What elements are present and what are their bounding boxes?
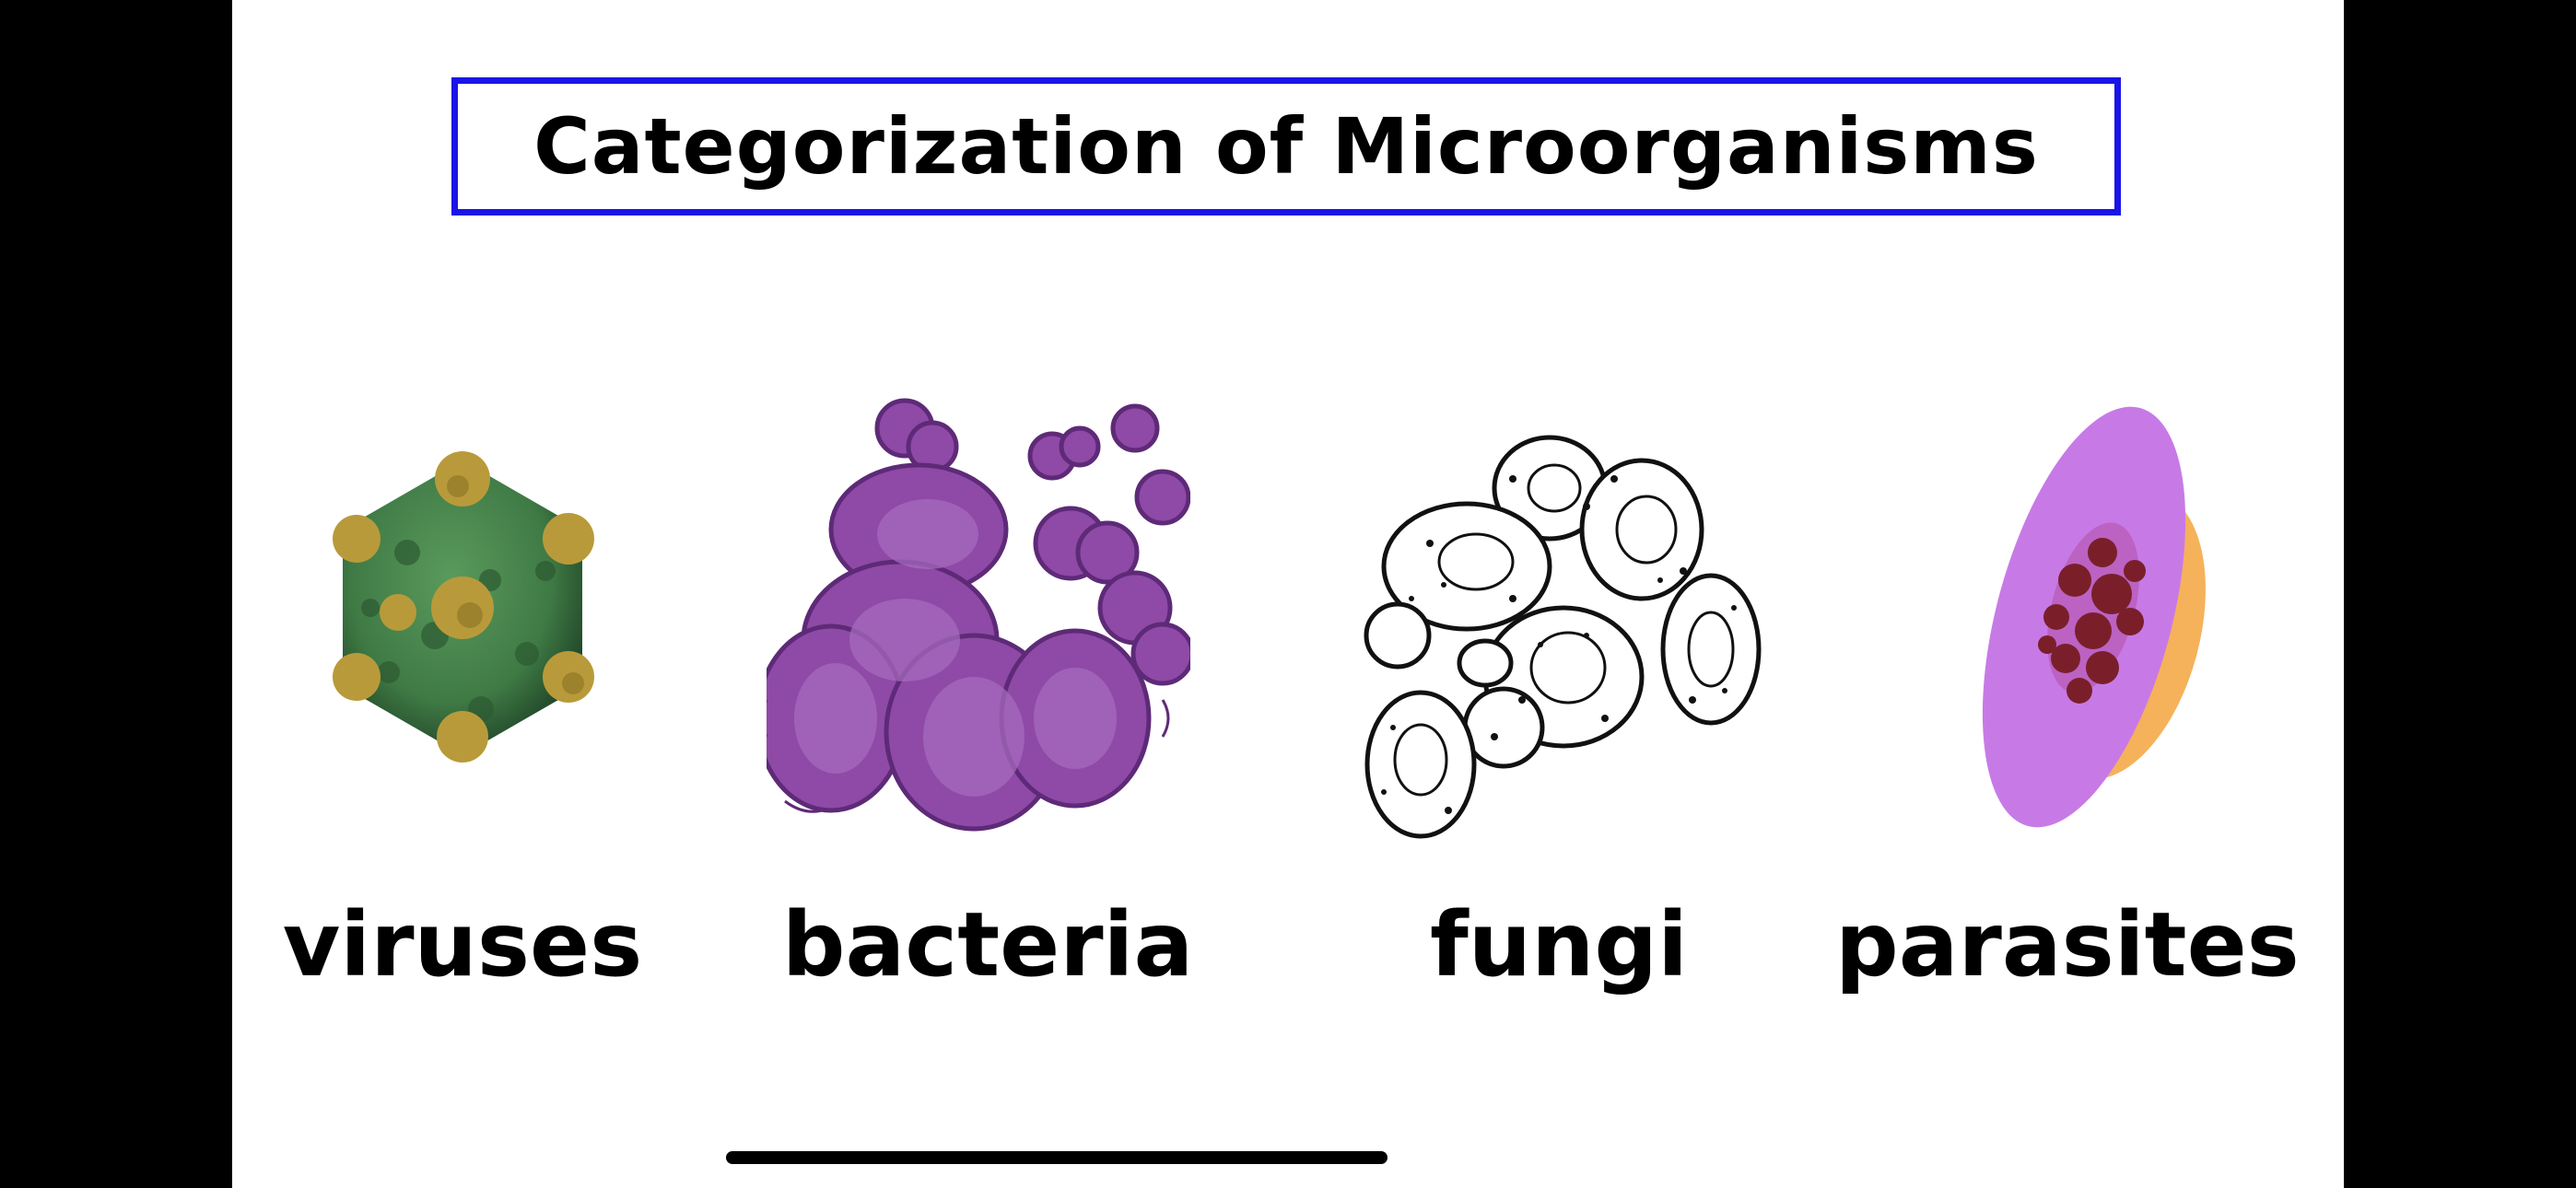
bacteria-icon	[767, 396, 1190, 838]
label-fungi: fungi	[1429, 893, 1689, 996]
slide-title: Categorization of Microorganisms	[533, 101, 2039, 192]
fungi-icon	[1356, 424, 1780, 847]
letterbox-left	[0, 0, 232, 1188]
slide: Categorization of Microorganisms	[232, 0, 2344, 1188]
label-parasites: parasites	[1835, 893, 2300, 996]
letterbox-right	[2344, 0, 2576, 1188]
virus-icon	[306, 442, 619, 774]
label-viruses: viruses	[282, 893, 643, 996]
label-bacteria: bacteria	[781, 893, 1194, 996]
title-box: Categorization of Microorganisms	[451, 77, 2121, 215]
parasite-icon	[1964, 396, 2241, 838]
home-indicator[interactable]	[726, 1151, 1388, 1164]
